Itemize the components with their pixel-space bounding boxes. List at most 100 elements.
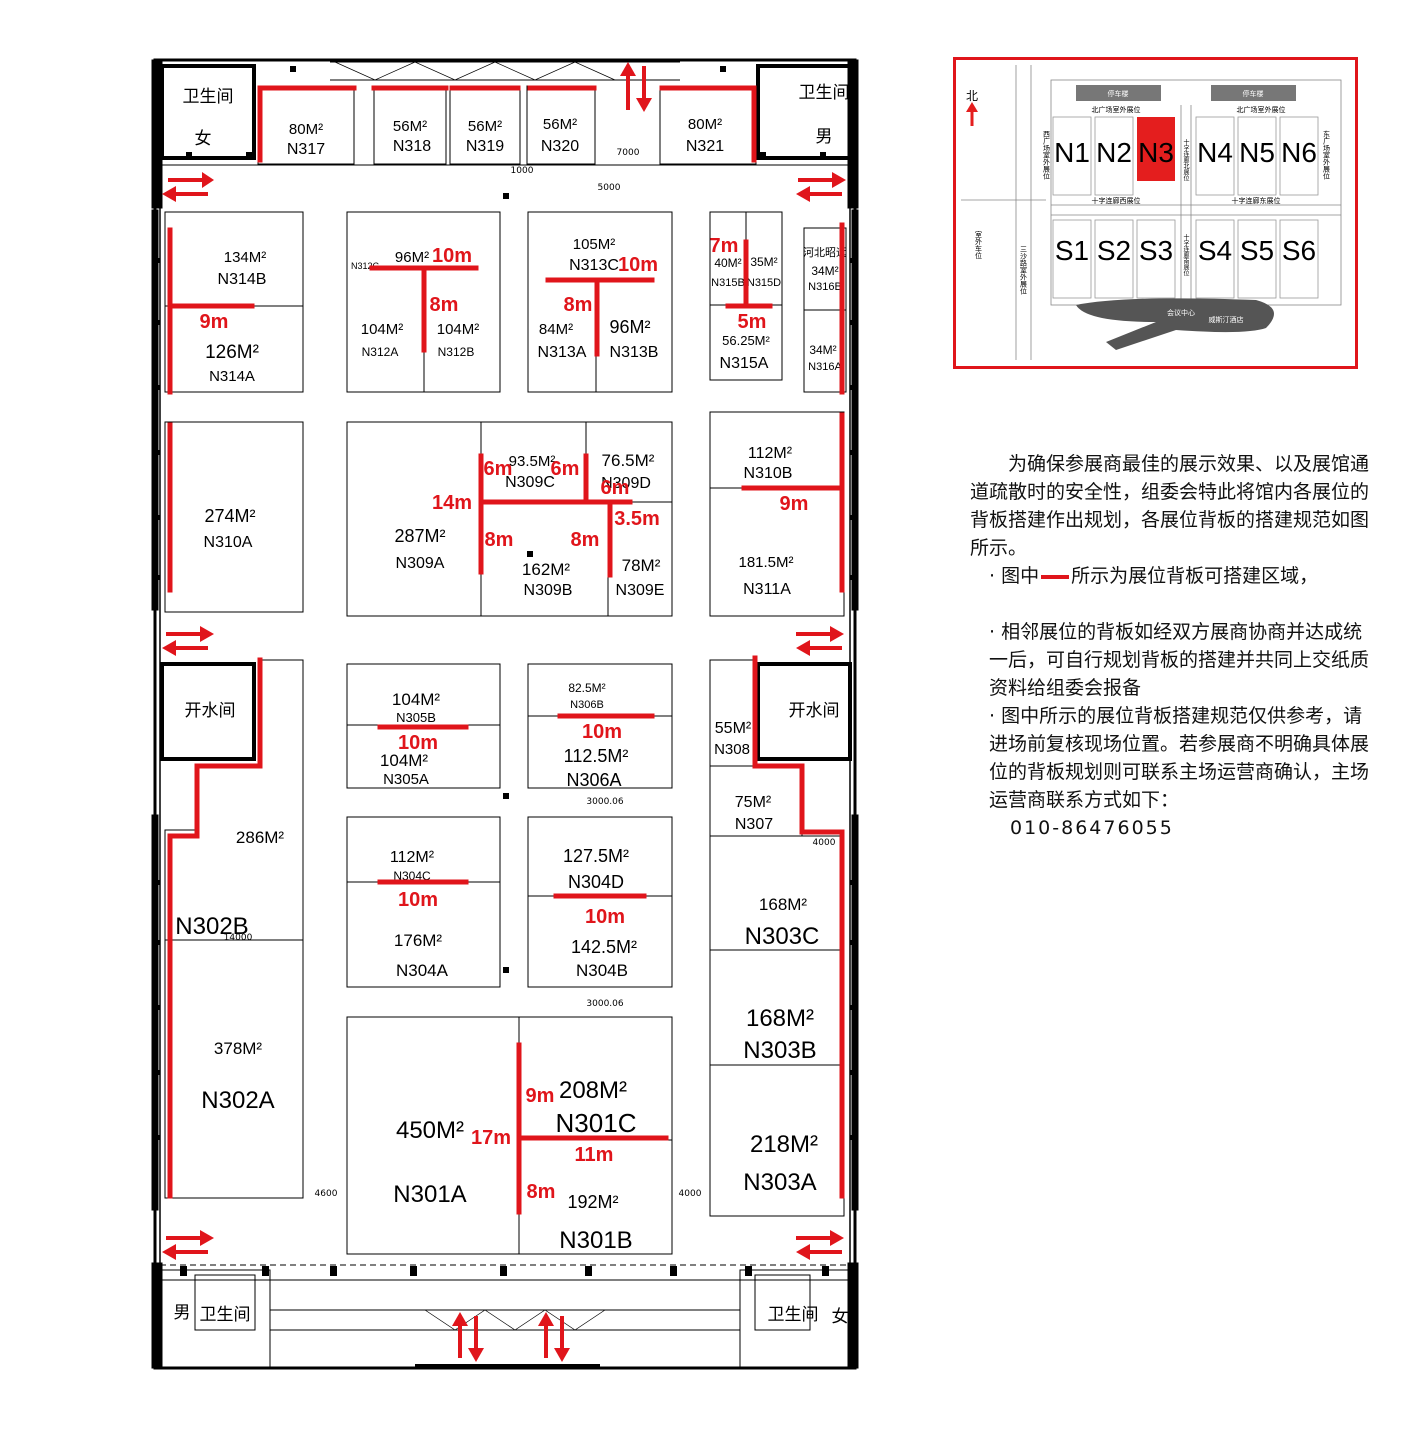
booth-N309D-id: N309D	[601, 475, 651, 492]
booth-N311A-id: N311A	[743, 581, 791, 598]
sansha-road-label: 三沙路室外展位	[1020, 246, 1028, 295]
hall-S5: S5	[1240, 235, 1274, 266]
booth-N310A-area: 274M²	[204, 506, 255, 526]
booth-N305B-id: N305B	[396, 710, 436, 725]
booth-N309B-id: N309B	[524, 582, 573, 599]
booth-N312B-id: N312B	[438, 345, 475, 359]
dimension-labels: 7000 1000 5000 3000.06 3000.06 4000 4600…	[224, 148, 836, 1199]
north-label: 北	[966, 89, 978, 103]
water-room-left: 开水间	[185, 701, 236, 721]
booth-N313B-id: N313B	[610, 344, 659, 361]
booth-N306B-id: N306B	[570, 699, 604, 711]
booth-N304D-id: N304D	[568, 872, 624, 892]
booth-N315A-area: 56.25M²	[722, 333, 770, 348]
booth-N312C-id: N312C	[351, 261, 380, 271]
hall-S2: S2	[1097, 235, 1131, 266]
len-309-a: 6m	[484, 458, 513, 480]
backboard-legend-icon	[1041, 574, 1070, 579]
parking-a	[1076, 85, 1161, 101]
corridor-south-label: 十字连廊南展位	[1182, 233, 1189, 276]
booth-N318-id: N318	[393, 138, 431, 155]
booth-N307-area: 75M²	[735, 794, 772, 811]
booth-N313A-area: 84M²	[539, 321, 573, 338]
booth-N305A-id: N305A	[383, 771, 429, 788]
booth-N304B-id: N304B	[576, 961, 628, 980]
booth-N309D-area: 76.5M²	[602, 451, 655, 470]
booth-N301B-area: 192M²	[567, 1192, 618, 1212]
arrow-west-mid-icon	[162, 626, 214, 656]
booth-N316A-area: 34M²	[809, 343, 836, 357]
booth-N301C-id: N301C	[556, 1108, 637, 1138]
parking-b-label: 停车楼	[1243, 89, 1264, 98]
arrow-east-mid-icon	[796, 626, 844, 656]
hotel-label: 威斯汀酒店	[1209, 315, 1244, 324]
notes-bullet-3: · 图中所示的展位背板搭建规范仅供参考，请进场前复核现场位置。若参展商不明确具体…	[989, 705, 1370, 811]
len-304d: 10m	[585, 906, 625, 928]
arrow-west-bottom-icon	[162, 1230, 214, 1260]
len-309-v2: 8m	[571, 529, 600, 551]
booth-N314B-area: 134M²	[224, 249, 267, 266]
booth-N309B-area: 162M²	[522, 560, 571, 579]
meeting-center-shape	[1076, 298, 1274, 350]
booth-N316B-area: 34M²	[811, 264, 838, 278]
hall-S1: S1	[1055, 235, 1089, 266]
len-313-h: 10m	[618, 254, 658, 276]
construction-notes: 为确保参展商最佳的展示效果、以及展馆通道疏散时的安全性，组委会特此将馆内各展位的…	[970, 450, 1380, 842]
len-309-e: 3.5m	[614, 508, 660, 530]
hall-S4: S4	[1198, 235, 1232, 266]
booth-N317-id: N317	[287, 141, 325, 158]
arrow-east-top-icon	[796, 172, 846, 202]
booth-N303C-area: 168M²	[759, 895, 808, 914]
booth-N320-area: 56M²	[543, 116, 577, 133]
booth-N308-area: 55M²	[715, 720, 752, 737]
notes-bullet-2: · 相邻展位的背板如经双方展商协商并达成统一后，可自行规划背板的搭建并共同上交纸…	[989, 621, 1370, 699]
booth-N303A-id: N303A	[743, 1169, 816, 1196]
restroom-nw-title: 卫生间	[183, 87, 234, 107]
len-301c: 9m	[526, 1085, 555, 1107]
len-309-b: 6m	[551, 458, 580, 480]
restroom-se-title: 卫生间	[768, 1305, 819, 1325]
booth-N305A-area: 104M²	[380, 751, 429, 770]
len-304c: 10m	[398, 889, 438, 911]
hall-N6: N6	[1281, 137, 1317, 168]
restroom-sw-title: 卫生间	[200, 1305, 251, 1325]
booth-N303C-id: N303C	[745, 923, 820, 950]
booth-N305B-area: 104M²	[392, 690, 441, 709]
len-312-h: 10m	[432, 245, 472, 267]
site-map-inset: 停车楼 停车楼 北广场室外展位 北广场室外展位 N1 N2 N3 N4 N5 N…	[953, 57, 1358, 369]
len-301b: 11m	[575, 1144, 614, 1166]
booth-N316A-id: N316A	[808, 361, 842, 373]
contact-phone: 010-86476055	[1010, 817, 1174, 839]
booth-N301A-area: 450M²	[396, 1117, 464, 1144]
dim-4000-bottom: 4000	[679, 1189, 702, 1199]
dim-1000: 1000	[511, 166, 534, 176]
hall-N3: N3	[1138, 137, 1174, 168]
len-315-v: 7m	[710, 235, 739, 257]
booth-N301C-area: 208M²	[559, 1077, 627, 1104]
restroom-ne-title: 卫生间	[799, 83, 850, 103]
booth-N304C-area: 112M²	[390, 849, 435, 866]
notes-legend: · 图中所示为展位背板可搭建区域，	[970, 562, 1380, 590]
restroom-nw-gender: 女	[195, 129, 212, 149]
len-315-h: 5m	[738, 311, 767, 333]
north-plaza-b-label: 北广场室外展位	[1237, 105, 1286, 114]
booth-N303B-area: 168M²	[746, 1005, 814, 1032]
east-corridor-label: 十字连廊东展位	[1232, 196, 1281, 205]
booth-N310A-id: N310A	[204, 534, 253, 551]
booth-N317-area: 80M²	[289, 121, 323, 138]
booth-N303B-id: N303B	[743, 1037, 816, 1064]
booth-N309A-area: 287M²	[394, 526, 445, 546]
parking-b	[1211, 85, 1296, 101]
booth-N316B-id: N316B	[808, 281, 842, 293]
booth-N311A-area: 181.5M²	[738, 554, 793, 571]
dim-14000: 14000	[224, 933, 253, 943]
booth-N316B-tag: 河北昭远	[803, 246, 847, 259]
booth-N310B-id: N310B	[744, 465, 793, 482]
len-305: 10m	[398, 732, 438, 754]
booth-N314B-id: N314B	[218, 271, 267, 288]
booth-N315A-id: N315A	[720, 355, 769, 372]
booth-N310B-area: 112M²	[748, 445, 793, 462]
backboard-length-labels: 9m 10m 8m 10m 8m 7m 5m 6m 6m 6m 14m 3.5m…	[200, 235, 809, 1203]
booth-N309A-id: N309A	[396, 555, 445, 572]
booth-N306B-area: 82.5M²	[568, 681, 605, 695]
